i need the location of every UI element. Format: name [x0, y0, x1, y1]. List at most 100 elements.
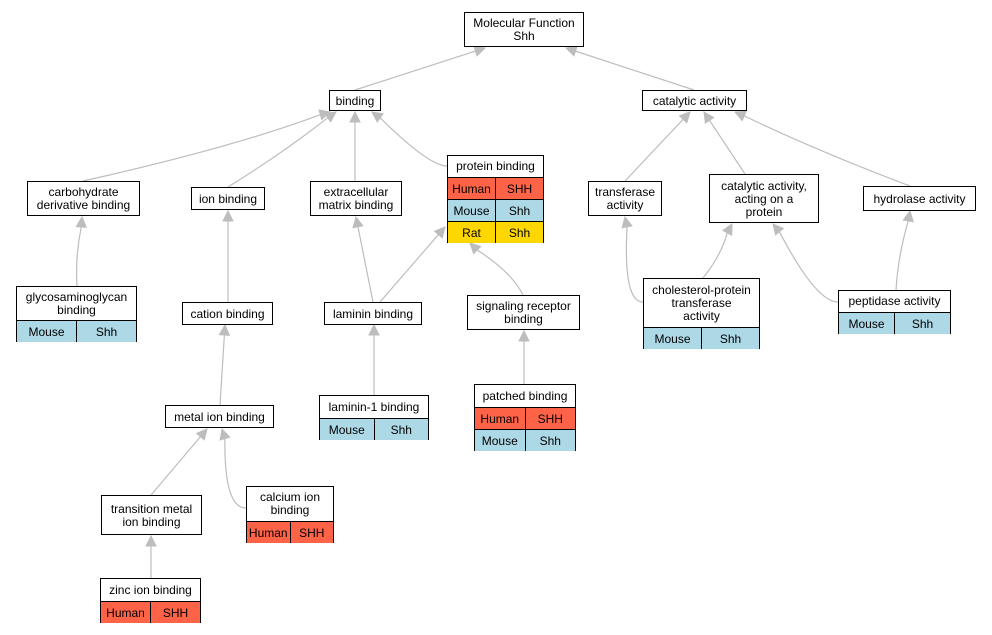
- edge-laminin-to-protein: [379, 234, 439, 303]
- node-label: Molecular Function Shh: [473, 16, 575, 43]
- arrowhead-protein-to-binding: [371, 111, 384, 123]
- node-label: ion binding: [198, 191, 258, 206]
- edge-metal-to-cation: [219, 334, 225, 406]
- node-label: transition metal ion binding: [110, 501, 193, 529]
- arrowhead-chol-to-catprot: [721, 223, 733, 236]
- edge-peptidase-to-catprot: [778, 231, 839, 303]
- species-cell: Mouse: [475, 430, 525, 451]
- edge-binding-to-mf: [354, 50, 476, 91]
- gene-cell: SHH: [495, 178, 543, 199]
- node-label: protein binding: [456, 159, 535, 173]
- arrowhead-ion-to-binding: [324, 111, 337, 123]
- node-ecm[interactable]: extracellular matrix binding: [310, 181, 402, 216]
- node-hydrolase[interactable]: hydrolase activity: [863, 186, 976, 211]
- edge-catalytic-to-mf: [575, 50, 695, 91]
- node-label: signaling receptor binding: [476, 299, 571, 326]
- node-chol[interactable]: cholesterol-protein transferase activity…: [643, 278, 760, 349]
- arrowhead-transmetal-to-metal: [195, 428, 208, 441]
- node-transmetal[interactable]: transition metal ion binding: [101, 495, 202, 535]
- gene-cell: Shh: [495, 222, 543, 243]
- node-label: laminin-1 binding: [328, 399, 420, 414]
- edge-transmetal-to-metal: [150, 436, 201, 496]
- node-mf[interactable]: Molecular Function Shh: [464, 12, 584, 47]
- node-label: extracellular matrix binding: [318, 185, 394, 212]
- arrowhead-ecm-to-binding: [349, 110, 361, 123]
- species-cell: Mouse: [17, 321, 76, 342]
- node-ion[interactable]: ion binding: [191, 187, 265, 210]
- arrowhead-patched-to-sigrec: [518, 329, 530, 342]
- node-carb[interactable]: carbohydrate derivative binding: [27, 181, 140, 216]
- node-sigrec[interactable]: signaling receptor binding: [467, 295, 580, 330]
- arrowhead-cation-to-ion: [222, 209, 234, 222]
- node-transferase[interactable]: transferase activity: [588, 181, 662, 216]
- node-catprot[interactable]: catalytic activity, acting on a protein: [709, 174, 819, 223]
- node-label: peptidase activity: [848, 294, 941, 308]
- arrowhead-chol-to-transferase: [621, 215, 633, 229]
- arrowhead-transferase-to-catalytic: [678, 111, 691, 124]
- species-cell: Mouse: [839, 313, 894, 334]
- node-label: transferase activity: [594, 185, 656, 212]
- node-label: calcium ion binding: [259, 490, 321, 517]
- arrowhead-peptidase-to-hydrolase: [902, 209, 914, 223]
- node-binding[interactable]: binding: [329, 90, 381, 111]
- edge-chol-to-catprot: [702, 232, 728, 279]
- node-label: catalytic activity: [652, 93, 737, 108]
- edge-transferase-to-catalytic: [624, 118, 684, 182]
- node-label: catalytic activity, acting on a protein: [721, 178, 807, 219]
- node-label: carbohydrate derivative binding: [36, 185, 131, 212]
- arrowhead-peptidase-to-catprot: [772, 223, 785, 236]
- arrowhead-metal-to-cation: [218, 323, 231, 336]
- node-laminin[interactable]: laminin binding: [324, 302, 422, 325]
- species-cell: Human: [247, 522, 290, 543]
- species-cell: Human: [101, 602, 150, 623]
- node-label: zinc ion binding: [109, 582, 192, 597]
- gene-cell: Shh: [524, 430, 575, 451]
- species-cell: Mouse: [320, 419, 374, 440]
- arrowhead-catalytic-to-mf: [564, 45, 578, 57]
- edge-calcium-to-metal: [224, 438, 247, 509]
- arrowhead-hydrolase-to-catalytic: [733, 110, 747, 122]
- edge-hydrolase-to-catalytic: [743, 115, 911, 187]
- edge-laminin-to-ecm: [357, 226, 374, 303]
- arrowhead-calcium-to-metal: [219, 427, 231, 441]
- arrowhead-gag-to-carb: [75, 215, 88, 228]
- edge-ion-to-binding: [227, 117, 329, 188]
- edge-protein-to-binding: [379, 117, 448, 167]
- node-cation[interactable]: cation binding: [182, 302, 273, 325]
- node-metal[interactable]: metal ion binding: [165, 405, 274, 428]
- node-label: metal ion binding: [174, 409, 265, 424]
- arrowhead-sigrec-to-protein: [469, 242, 482, 255]
- node-label: patched binding: [482, 388, 568, 403]
- gene-cell: Shh: [894, 313, 950, 334]
- species-cell: Rat: [448, 222, 495, 243]
- gene-cell: Shh: [495, 200, 543, 221]
- gene-cell: Shh: [373, 419, 428, 440]
- arrowhead-laminin-to-protein: [433, 226, 446, 239]
- edge-chol-to-transferase: [625, 226, 644, 303]
- node-label: cation binding: [190, 306, 265, 321]
- edge-carb-to-binding: [82, 114, 321, 182]
- arrowhead-binding-to-mf: [473, 45, 487, 57]
- node-catalytic[interactable]: catalytic activity: [642, 90, 747, 111]
- species-cell: Mouse: [448, 200, 495, 221]
- node-label: glycosaminoglycan binding: [25, 289, 128, 317]
- edge-gag-to-carb: [75, 226, 82, 287]
- arrowhead-laminin-to-ecm: [352, 215, 364, 229]
